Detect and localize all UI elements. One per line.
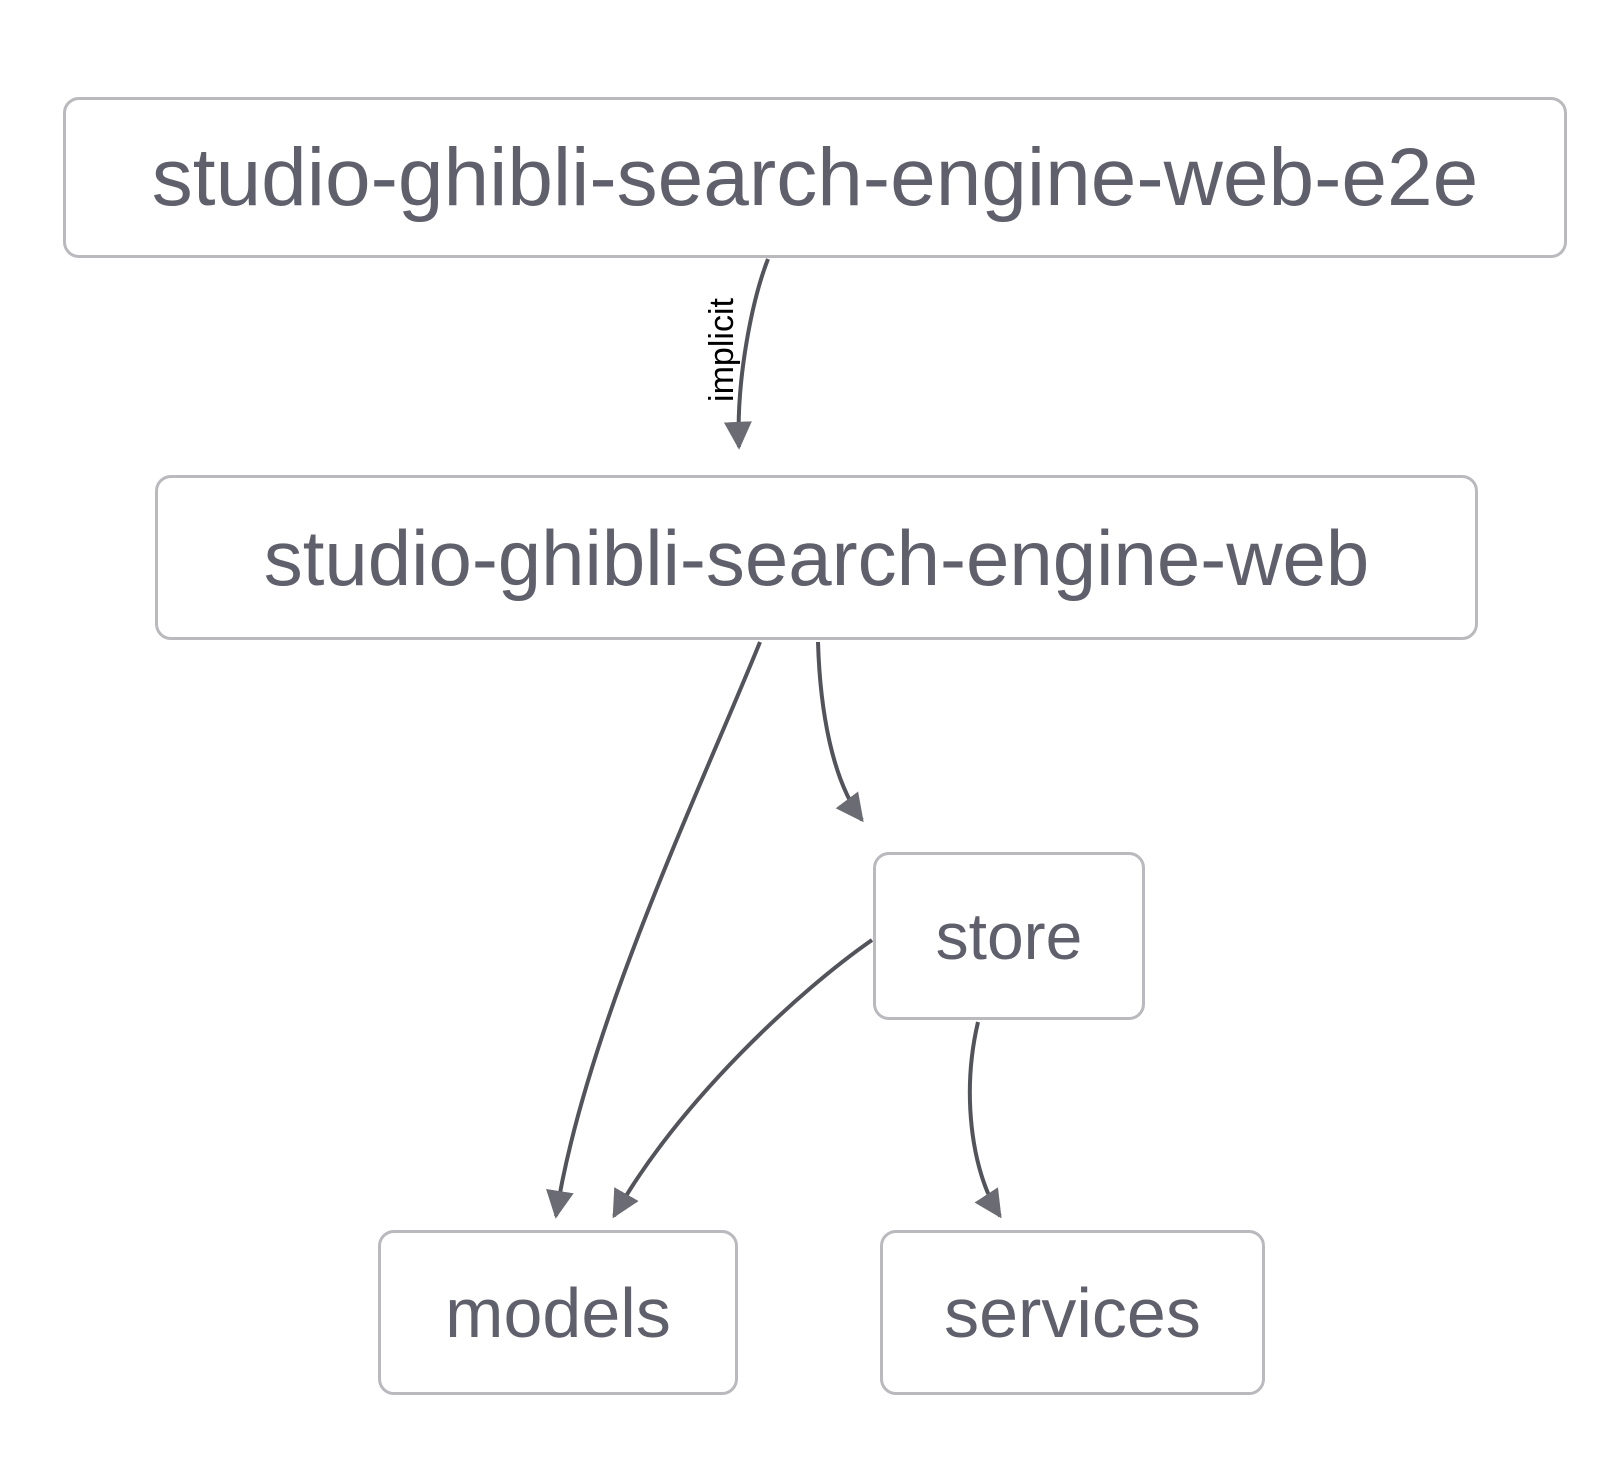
graph-node-web-e2e[interactable]: studio-ghibli-search-engine-web-e2e [63,97,1567,258]
edge-store-to-models [612,938,874,1219]
node-label: studio-ghibli-search-engine-web-e2e [151,131,1479,223]
edge-web-to-store [816,641,864,823]
edge-label-implicit: implicit [703,298,741,402]
graph-node-models[interactable]: models [378,1230,738,1395]
node-label: store [935,899,1083,973]
graph-node-services[interactable]: services [880,1230,1265,1395]
edge-web-to-models [546,641,762,1219]
graph-node-store[interactable]: store [873,852,1145,1020]
graph-node-web[interactable]: studio-ghibli-search-engine-web [155,475,1478,640]
edge-web-e2e-to-web [723,258,770,450]
node-label: studio-ghibli-search-engine-web [263,513,1370,602]
edge-store-to-services [967,1021,1002,1219]
node-label: services [944,1273,1201,1352]
node-label: models [445,1273,671,1352]
